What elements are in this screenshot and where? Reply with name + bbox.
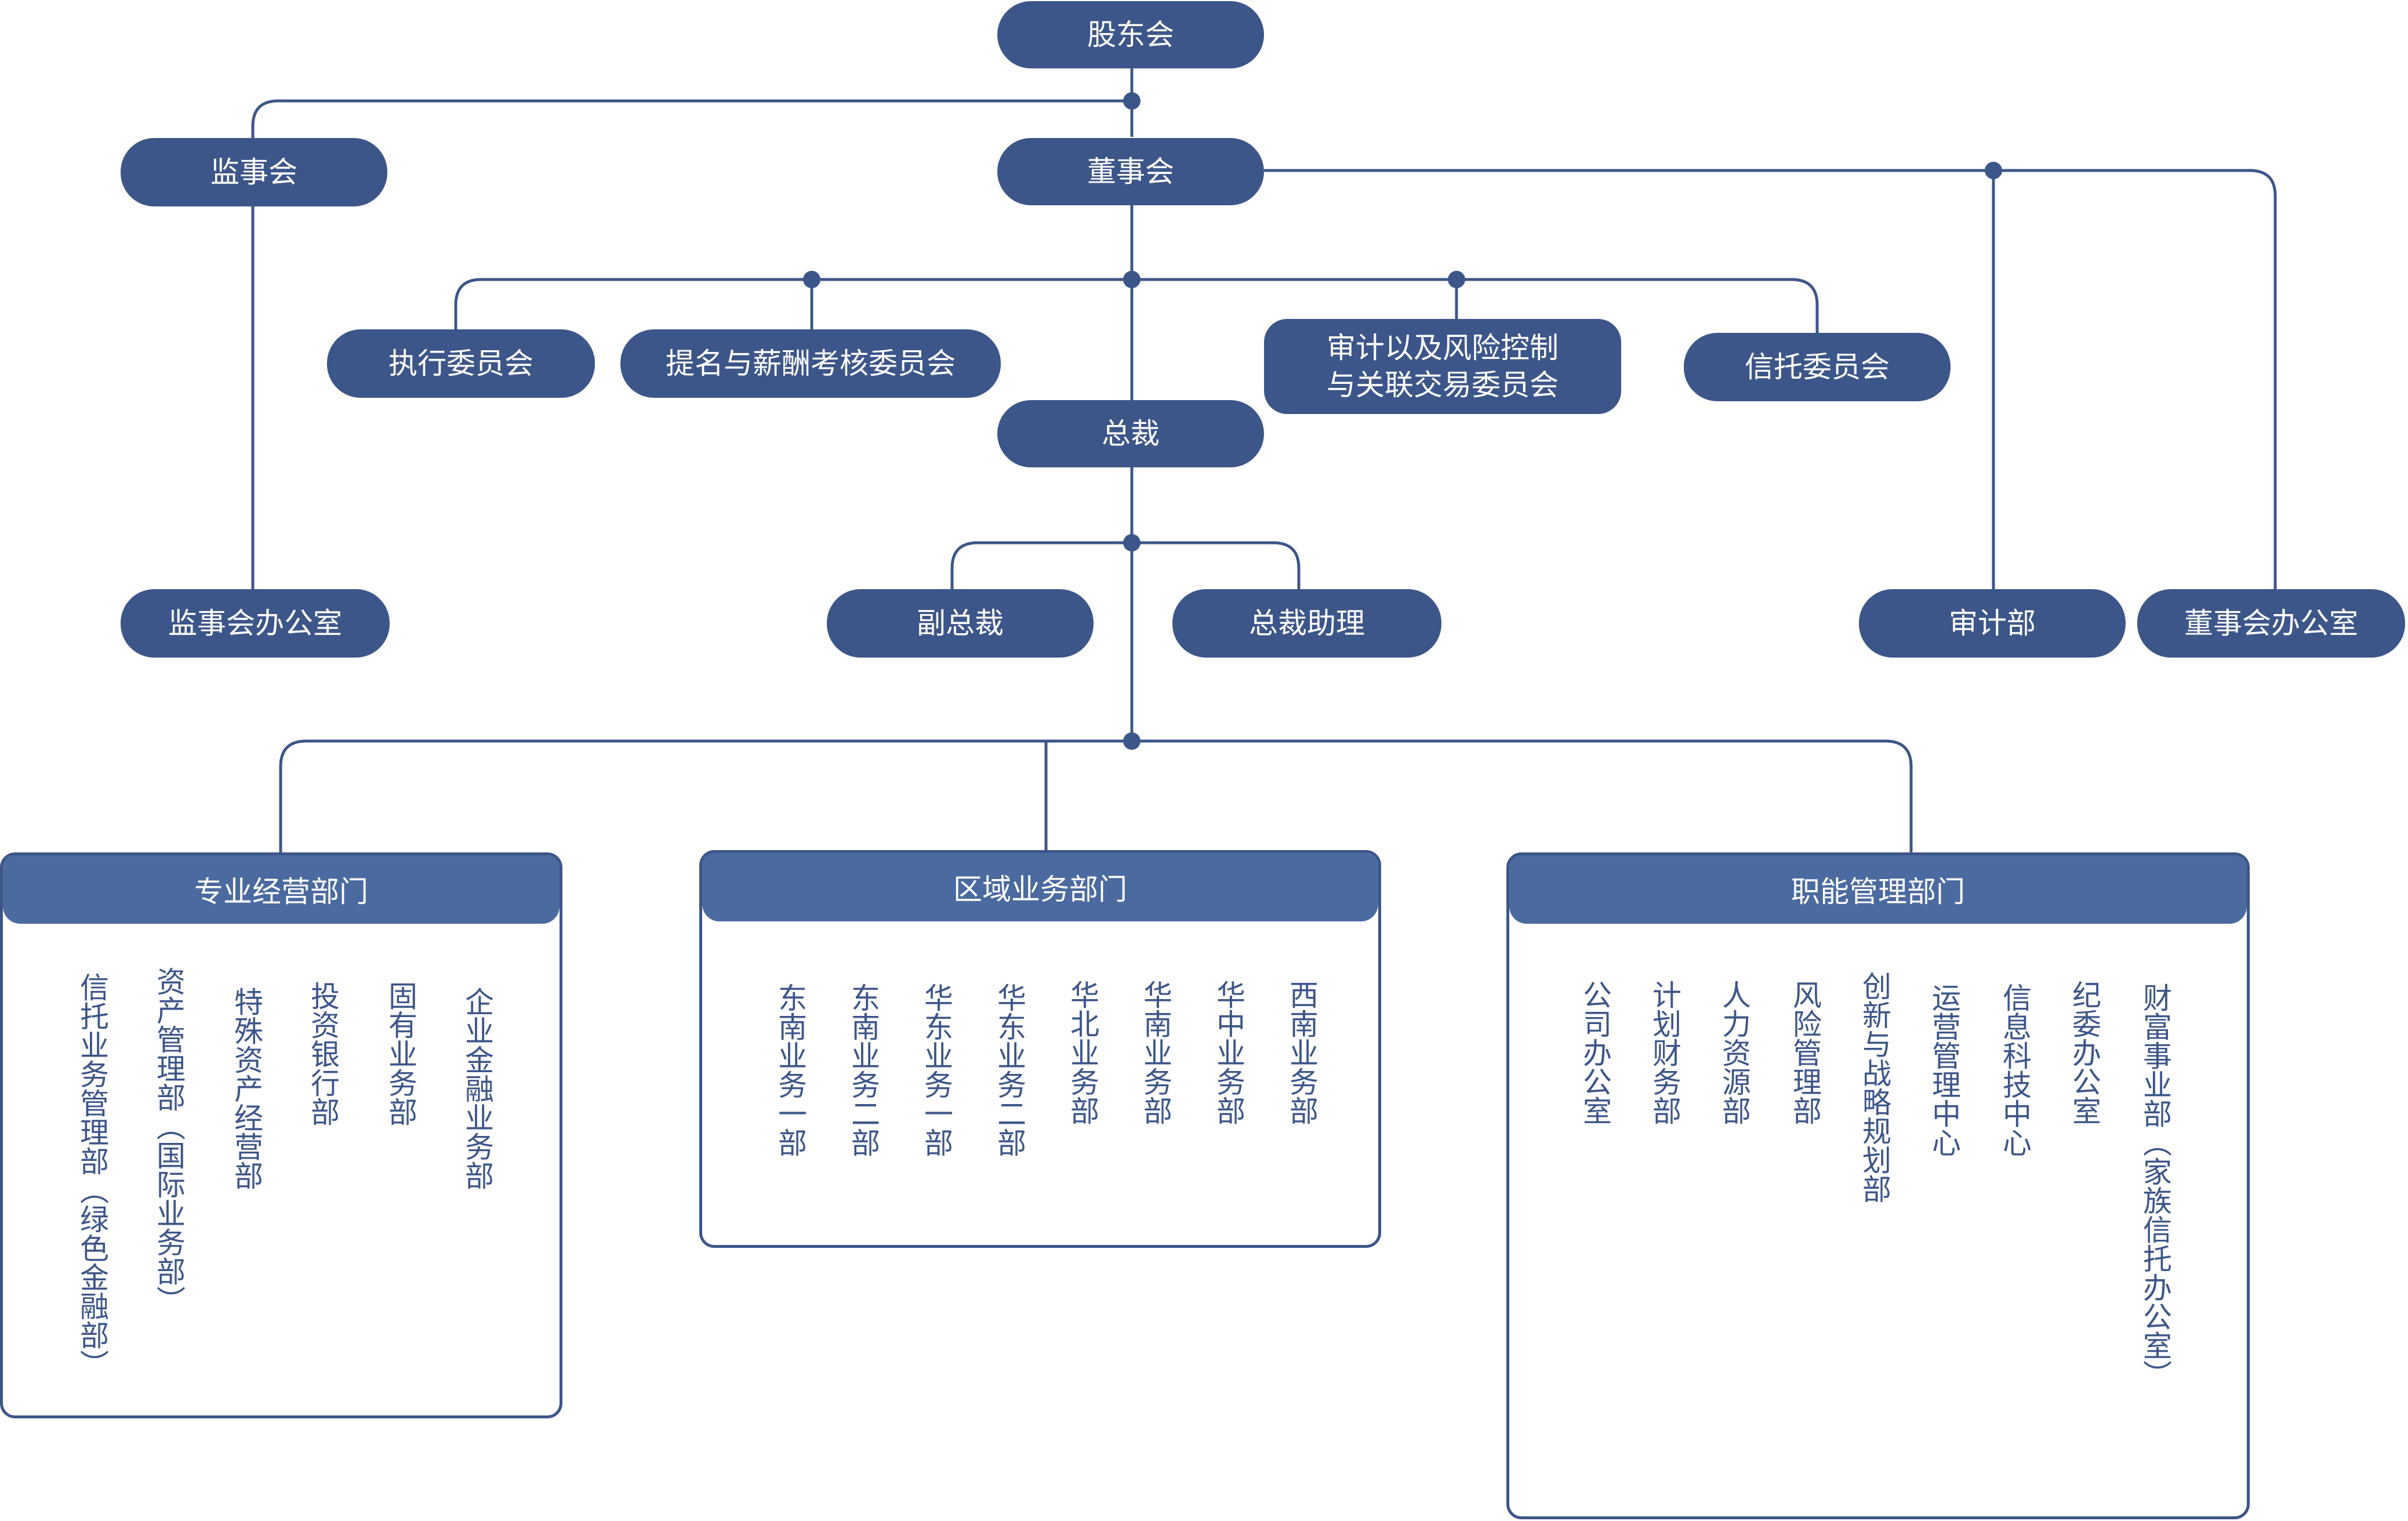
node-president: 总裁 [997, 400, 1264, 467]
dept-item: 投资银行部 [306, 981, 340, 1126]
dept-item: 东南业务一部 [773, 983, 807, 1157]
dept-item: 风险管理部 [1788, 980, 1822, 1125]
dept-item: 固有业务部 [384, 981, 417, 1126]
dept-item: 资产管理部（国际业务部） [152, 967, 186, 1315]
junction-dot [1985, 162, 2002, 179]
dept-group-functional: 职能管理部门 公司办公室 计划财务部 人力资源部 风险管理部 创新与战略规划部 … [1506, 852, 2250, 1519]
dept-item: 计划财务部 [1648, 980, 1681, 1125]
connector [1132, 541, 1301, 589]
connector [454, 278, 1132, 329]
dept-group-business: 专业经营部门 信托业务管理部（绿色金融部） 资产管理部（国际业务部） 特殊资产经… [0, 852, 562, 1418]
connector [1264, 169, 2277, 589]
node-president-assistant: 总裁助理 [1172, 589, 1441, 658]
node-board-office: 董事会办公室 [2137, 589, 2405, 658]
node-audit-committee: 审计以及风险控制 与关联交易委员会 [1264, 319, 1621, 414]
dept-item: 创新与战略规划部 [1858, 971, 1891, 1203]
connector [251, 99, 1132, 138]
node-supervisors: 监事会 [121, 138, 387, 206]
node-trust-committee: 信托委员会 [1684, 333, 1951, 401]
junction-dot [1123, 92, 1141, 110]
dept-item: 财富事业部（家族信托办公室） [2138, 983, 2172, 1389]
junction-dot [1123, 534, 1141, 551]
dept-item: 华东业务二部 [993, 983, 1026, 1157]
connector [279, 739, 1132, 852]
node-supervisors-office: 监事会办公室 [121, 589, 390, 658]
dept-item: 华北业务部 [1066, 980, 1099, 1125]
dept-item: 信托业务管理部（绿色金融部） [75, 972, 109, 1378]
dept-item: 纪委办公室 [2068, 980, 2101, 1125]
dept-item: 西南业务部 [1285, 980, 1319, 1125]
junction-dot [1448, 271, 1465, 288]
dept-item: 企业金融业务部 [460, 987, 494, 1190]
dept-item: 运营管理中心 [1927, 983, 1961, 1157]
dept-item: 公司办公室 [1578, 980, 1612, 1125]
dept-item: 华中业务部 [1212, 980, 1245, 1125]
node-vice-president: 副总裁 [827, 589, 1094, 658]
dept-group-title: 区域业务部门 [702, 853, 1378, 921]
dept-group-regional: 区域业务部门 东南业务一部 东南业务二部 华东业务一部 华东业务二部 华北业务部… [699, 850, 1381, 1248]
dept-item: 东南业务二部 [847, 983, 880, 1157]
dept-item: 人力资源部 [1717, 980, 1751, 1125]
node-audit-dept: 审计部 [1859, 589, 2126, 658]
dept-item: 华东业务一部 [920, 983, 953, 1157]
node-board: 董事会 [997, 138, 1264, 205]
dept-group-title: 职能管理部门 [1509, 855, 2247, 924]
junction-dot [1123, 271, 1141, 288]
junction-dot [803, 271, 820, 288]
connector [1132, 739, 1913, 852]
dept-item: 信息科技中心 [1998, 983, 2032, 1157]
dept-group-title: 专业经营部门 [3, 855, 560, 924]
junction-dot [1123, 732, 1141, 750]
dept-item: 特殊资产经营部 [230, 987, 263, 1190]
node-nomination-committee: 提名与薪酬考核委员会 [620, 329, 1001, 398]
connector [950, 541, 1132, 589]
node-shareholders: 股东会 [997, 1, 1264, 68]
node-exec-committee: 执行委员会 [327, 329, 595, 398]
connector [1132, 278, 1819, 333]
dept-item: 华南业务部 [1139, 980, 1172, 1125]
